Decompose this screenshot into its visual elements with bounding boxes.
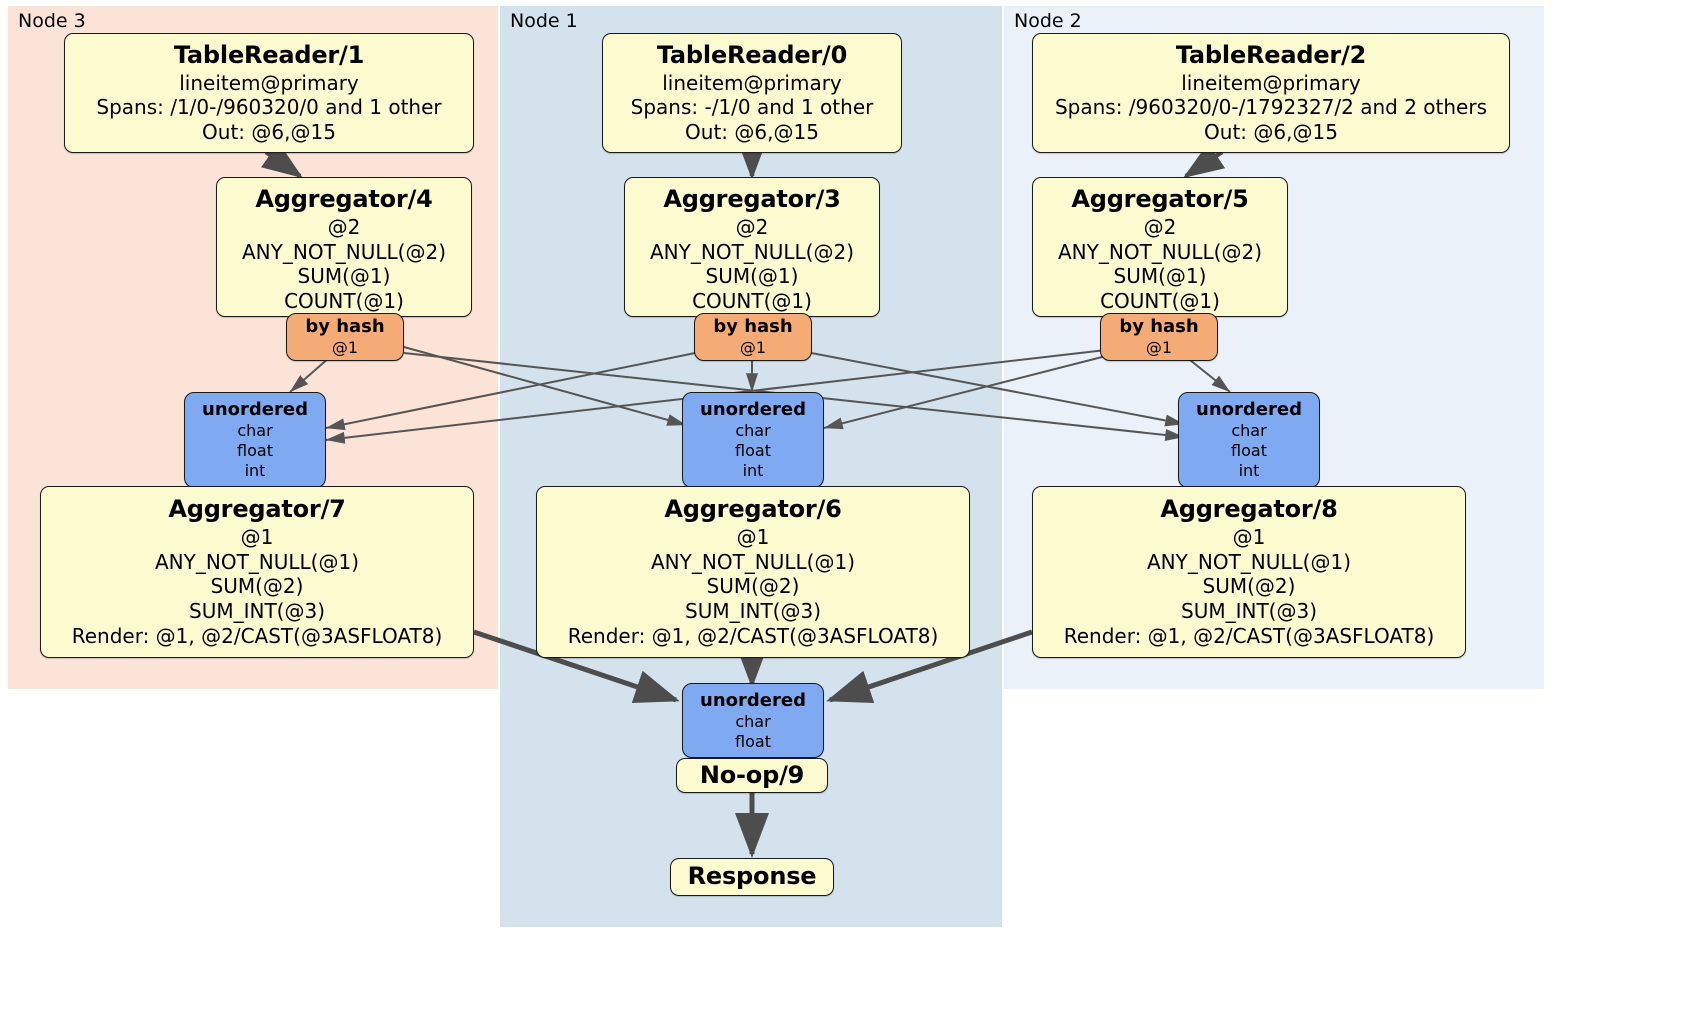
aggregator-6-render: Render: @1, @2/CAST(@3ASFLOAT8) bbox=[567, 624, 939, 649]
aggregator-7-group: @1 bbox=[240, 524, 274, 549]
no-op-9-title: No-op/9 bbox=[699, 760, 805, 789]
aggregator-3-fn3: COUNT(@1) bbox=[692, 289, 812, 314]
aggregator-3-group: @2 bbox=[735, 214, 769, 239]
table-reader-1-spans: Spans: /1/0-/960320/0 and 1 other bbox=[96, 95, 442, 120]
aggregator-5-box[interactable]: Aggregator/5 @2 ANY_NOT_NULL(@2) SUM(@1)… bbox=[1032, 177, 1288, 317]
aggregator-7-box[interactable]: Aggregator/7 @1 ANY_NOT_NULL(@1) SUM(@2)… bbox=[40, 486, 474, 658]
router-by-hash-3[interactable]: by hash @1 bbox=[694, 313, 812, 361]
aggregator-5-fn2: SUM(@1) bbox=[1113, 264, 1207, 289]
panel-node-1-label: Node 1 bbox=[510, 10, 578, 32]
aggregator-3-title: Aggregator/3 bbox=[663, 185, 841, 213]
synchronizer-unordered-left[interactable]: unordered char float int bbox=[184, 392, 326, 488]
aggregator-7-render: Render: @1, @2/CAST(@3ASFLOAT8) bbox=[71, 624, 443, 649]
synchronizer-unordered-middle-title: unordered bbox=[700, 399, 806, 421]
table-reader-0-title: TableReader/0 bbox=[656, 40, 848, 69]
synchronizer-unordered-right-title: unordered bbox=[1196, 399, 1302, 421]
synchronizer-unordered-middle-type-1: char bbox=[735, 421, 771, 441]
aggregator-8-fn3: SUM_INT(@3) bbox=[1181, 599, 1317, 624]
router-by-hash-5-title: by hash bbox=[1119, 315, 1199, 337]
aggregator-3-fn1: ANY_NOT_NULL(@2) bbox=[650, 239, 854, 264]
aggregator-7-fn2: SUM(@2) bbox=[210, 574, 304, 599]
router-by-hash-4-title: by hash bbox=[305, 315, 385, 337]
table-reader-1-box[interactable]: TableReader/1 lineitem@primary Spans: /1… bbox=[64, 33, 474, 153]
aggregator-4-fn3: COUNT(@1) bbox=[284, 289, 404, 314]
response-box[interactable]: Response bbox=[670, 858, 834, 896]
router-by-hash-5-col: @1 bbox=[1145, 338, 1173, 358]
table-reader-1-table: lineitem@primary bbox=[179, 70, 359, 95]
synchronizer-unordered-right-type-2: float bbox=[1231, 441, 1267, 461]
aggregator-7-fn3: SUM_INT(@3) bbox=[189, 599, 325, 624]
synchronizer-unordered-right[interactable]: unordered char float int bbox=[1178, 392, 1320, 488]
router-by-hash-5[interactable]: by hash @1 bbox=[1100, 313, 1218, 361]
aggregator-8-fn1: ANY_NOT_NULL(@1) bbox=[1147, 549, 1351, 574]
no-op-9-box[interactable]: No-op/9 bbox=[676, 758, 828, 793]
table-reader-0-spans: Spans: -/1/0 and 1 other bbox=[630, 95, 874, 120]
aggregator-7-title: Aggregator/7 bbox=[168, 495, 346, 524]
table-reader-0-box[interactable]: TableReader/0 lineitem@primary Spans: -/… bbox=[602, 33, 902, 153]
aggregator-6-fn2: SUM(@2) bbox=[706, 574, 800, 599]
response-title: Response bbox=[687, 862, 817, 891]
aggregator-6-fn1: ANY_NOT_NULL(@1) bbox=[651, 549, 855, 574]
aggregator-4-fn1: ANY_NOT_NULL(@2) bbox=[242, 239, 446, 264]
aggregator-8-group: @1 bbox=[1232, 524, 1266, 549]
aggregator-6-box[interactable]: Aggregator/6 @1 ANY_NOT_NULL(@1) SUM(@2)… bbox=[536, 486, 970, 658]
synchronizer-unordered-middle[interactable]: unordered char float int bbox=[682, 392, 824, 488]
aggregator-6-group: @1 bbox=[736, 524, 770, 549]
router-by-hash-4[interactable]: by hash @1 bbox=[286, 313, 404, 361]
aggregator-5-fn3: COUNT(@1) bbox=[1100, 289, 1220, 314]
router-by-hash-3-col: @1 bbox=[739, 338, 767, 358]
aggregator-4-group: @2 bbox=[327, 214, 361, 239]
synchronizer-unordered-final-type-2: float bbox=[735, 731, 771, 751]
aggregator-6-fn3: SUM_INT(@3) bbox=[685, 599, 821, 624]
synchronizer-unordered-middle-type-2: float bbox=[735, 441, 771, 461]
aggregator-6-title: Aggregator/6 bbox=[664, 495, 842, 524]
aggregator-5-fn1: ANY_NOT_NULL(@2) bbox=[1058, 239, 1262, 264]
table-reader-1-title: TableReader/1 bbox=[173, 40, 365, 69]
synchronizer-unordered-right-type-3: int bbox=[1238, 461, 1260, 481]
aggregator-5-group: @2 bbox=[1143, 214, 1177, 239]
synchronizer-unordered-middle-type-3: int bbox=[742, 461, 764, 481]
aggregator-4-box[interactable]: Aggregator/4 @2 ANY_NOT_NULL(@2) SUM(@1)… bbox=[216, 177, 472, 317]
table-reader-2-table: lineitem@primary bbox=[1181, 70, 1361, 95]
aggregator-3-box[interactable]: Aggregator/3 @2 ANY_NOT_NULL(@2) SUM(@1)… bbox=[624, 177, 880, 317]
router-by-hash-3-title: by hash bbox=[713, 315, 793, 337]
table-reader-0-table: lineitem@primary bbox=[662, 70, 842, 95]
aggregator-8-fn2: SUM(@2) bbox=[1202, 574, 1296, 599]
aggregator-7-fn1: ANY_NOT_NULL(@1) bbox=[155, 549, 359, 574]
panel-node-2-label: Node 2 bbox=[1014, 10, 1082, 32]
aggregator-8-box[interactable]: Aggregator/8 @1 ANY_NOT_NULL(@1) SUM(@2)… bbox=[1032, 486, 1466, 658]
synchronizer-unordered-left-type-3: int bbox=[244, 461, 266, 481]
synchronizer-unordered-right-type-1: char bbox=[1231, 421, 1267, 441]
synchronizer-unordered-left-title: unordered bbox=[202, 399, 308, 421]
aggregator-4-title: Aggregator/4 bbox=[255, 185, 433, 213]
synchronizer-unordered-final-type-1: char bbox=[735, 711, 771, 731]
table-reader-2-spans: Spans: /960320/0-/1792327/2 and 2 others bbox=[1054, 95, 1487, 120]
aggregator-8-render: Render: @1, @2/CAST(@3ASFLOAT8) bbox=[1063, 624, 1435, 649]
aggregator-3-fn2: SUM(@1) bbox=[705, 264, 799, 289]
table-reader-0-out: Out: @6,@15 bbox=[685, 120, 819, 145]
synchronizer-unordered-final-title: unordered bbox=[700, 689, 806, 711]
table-reader-2-title: TableReader/2 bbox=[1175, 40, 1367, 69]
synchronizer-unordered-left-type-1: char bbox=[237, 421, 273, 441]
aggregator-8-title: Aggregator/8 bbox=[1160, 495, 1338, 524]
aggregator-5-title: Aggregator/5 bbox=[1071, 185, 1249, 213]
panel-node-3-label: Node 3 bbox=[18, 10, 86, 32]
router-by-hash-4-col: @1 bbox=[331, 338, 359, 358]
table-reader-2-box[interactable]: TableReader/2 lineitem@primary Spans: /9… bbox=[1032, 33, 1510, 153]
aggregator-4-fn2: SUM(@1) bbox=[297, 264, 391, 289]
synchronizer-unordered-left-type-2: float bbox=[237, 441, 273, 461]
table-reader-1-out: Out: @6,@15 bbox=[202, 120, 336, 145]
table-reader-2-out: Out: @6,@15 bbox=[1204, 120, 1338, 145]
synchronizer-unordered-final[interactable]: unordered char float bbox=[682, 683, 824, 758]
